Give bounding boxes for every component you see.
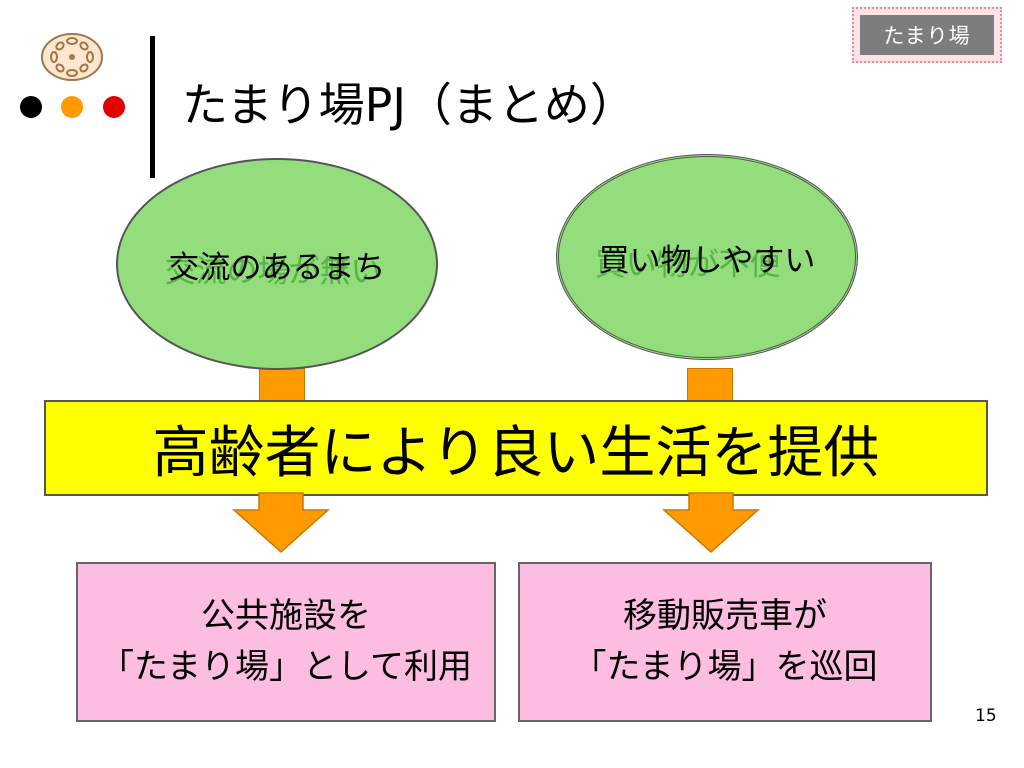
circle-community-label: 交流のあるまち bbox=[168, 249, 386, 286]
circle-community: 交流の場が無い 交流のあるまち bbox=[116, 158, 438, 370]
solution-box-mobile-sales: 移動販売車が 「たまり場」を巡回 bbox=[518, 562, 932, 722]
down-arrow-left-icon bbox=[232, 492, 330, 554]
flower-logo-icon bbox=[41, 33, 103, 81]
solution-box-facility-line1: 公共施設を bbox=[201, 596, 371, 636]
solution-box-mobile-sales-line2: 「たまり場」を巡回 bbox=[572, 647, 878, 687]
page-number: 15 bbox=[975, 706, 997, 726]
solution-box-facility-line2: 「たまり場」として利用 bbox=[100, 647, 472, 687]
solution-box-facility: 公共施設を 「たまり場」として利用 bbox=[76, 562, 496, 722]
circle-shopping-ghost-text: 買い物が不便 bbox=[594, 246, 781, 283]
section-tag-label: たまり場 bbox=[860, 15, 994, 55]
section-tag: たまり場 bbox=[852, 7, 1002, 63]
circle-shopping-label: 買い物しやすい bbox=[598, 242, 816, 279]
black-dot-icon bbox=[20, 96, 42, 118]
arrow-stem-right bbox=[687, 368, 733, 402]
red-dot-icon bbox=[103, 96, 125, 118]
arrow-stem-left bbox=[259, 368, 305, 402]
circle-shopping: 買い物が不便 買い物しやすい bbox=[556, 154, 858, 360]
solution-box-mobile-sales-line1: 移動販売車が bbox=[623, 596, 827, 636]
orange-dot-icon bbox=[61, 96, 83, 118]
page-title: たまり場PJ（まとめ） bbox=[182, 78, 636, 132]
down-arrow-right-icon bbox=[662, 492, 760, 554]
goal-banner-text: 高齢者により良い生活を提供 bbox=[152, 420, 880, 486]
circle-community-ghost-text: 交流の場が無い bbox=[164, 253, 382, 290]
goal-banner: 高齢者により良い生活を提供 bbox=[44, 400, 988, 496]
title-divider bbox=[150, 36, 155, 178]
